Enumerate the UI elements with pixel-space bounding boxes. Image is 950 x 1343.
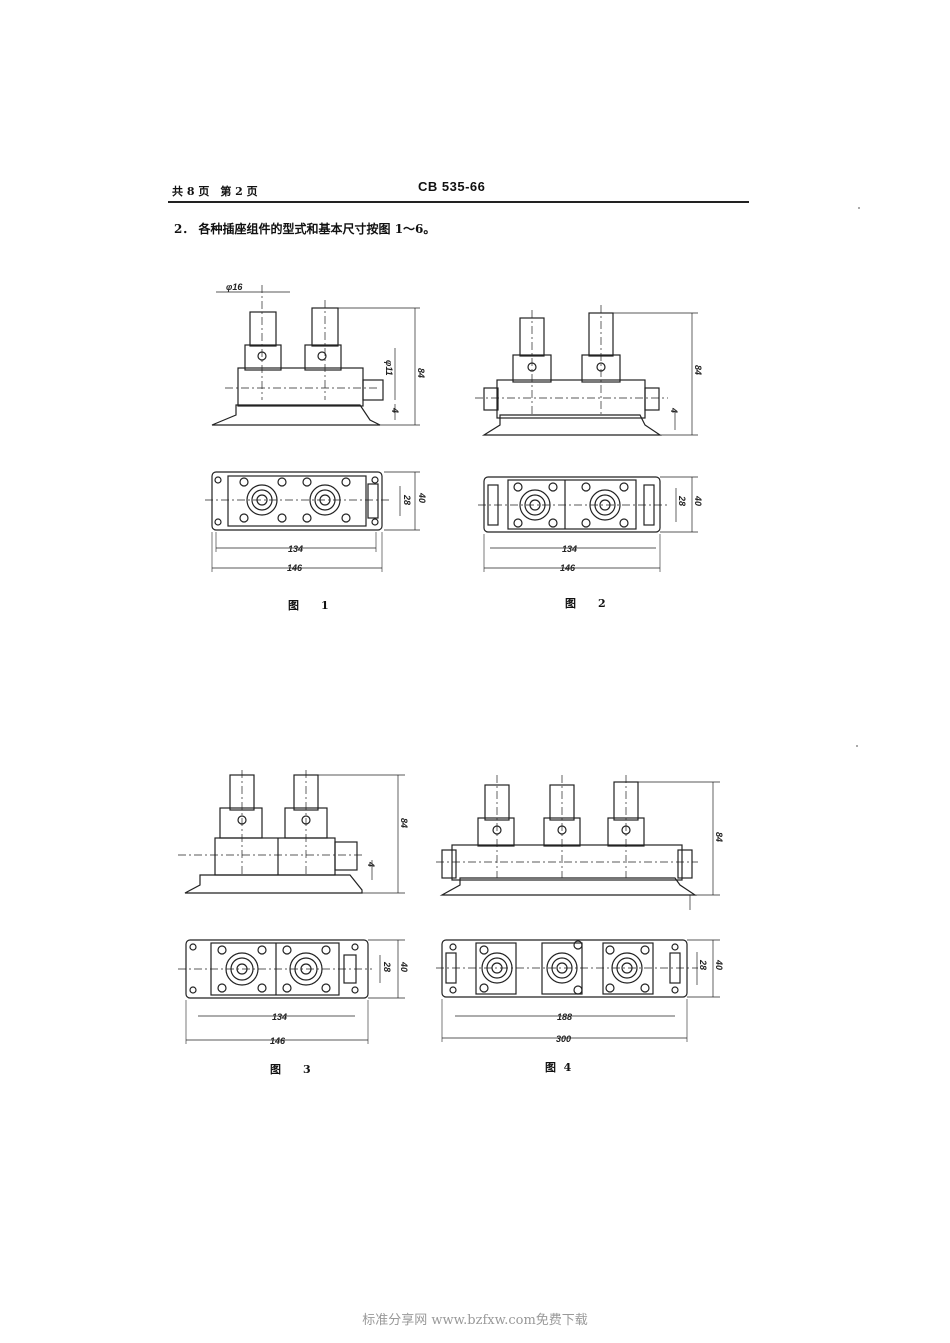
figure-1-drawing — [205, 285, 420, 572]
standard-code: CB 535-66 — [418, 179, 486, 194]
fig2-dim-1: 4 — [669, 407, 679, 413]
fig1-dim-3: 4 — [390, 407, 400, 413]
fig3-dim-5: 146 — [270, 1036, 286, 1046]
figure-3-drawing — [178, 770, 405, 1044]
figure-2-caption: 图 2 — [565, 597, 606, 610]
fig3-dim-1: 4 — [366, 861, 376, 867]
figure-4-drawing — [436, 775, 720, 1042]
fig2-dim-0: 84 — [693, 365, 703, 375]
clause-text: 2． 各种插座组件的型式和基本尺寸按图 1～6。 — [174, 222, 436, 236]
fig4-dim-1: 28 — [698, 959, 708, 970]
scan-speck — [856, 745, 858, 747]
fig4-dim-4: 300 — [556, 1034, 571, 1044]
fig1-dim-2: 84 — [416, 368, 426, 378]
fig2-dim-3: 40 — [693, 495, 703, 506]
fig1-dim-5: 40 — [417, 492, 427, 503]
fig3-dim-4: 134 — [272, 1012, 287, 1022]
fig4-dim-3: 188 — [557, 1012, 572, 1022]
fig1-dim-0: φ16 — [226, 282, 243, 292]
scan-speck — [858, 207, 860, 209]
fig4-dim-2: 40 — [714, 959, 724, 970]
fig3-dim-3: 40 — [399, 961, 409, 972]
fig3-dim-0: 84 — [399, 818, 409, 828]
footer-watermark: 标准分享网 www.bzfxw.com免费下载 — [362, 1313, 588, 1328]
fig3-dim-2: 28 — [382, 961, 392, 972]
page-count: 共 8 页 第 2 页 — [172, 185, 258, 198]
fig2-dim-2: 28 — [677, 495, 687, 506]
fig4-dim-0: 84 — [714, 832, 724, 842]
figure-4-caption: 图 ⁠ 4 — [545, 1061, 572, 1074]
fig1-dim-1: φ11 — [384, 360, 394, 376]
fig1-dim-7: 146 — [287, 563, 303, 573]
fig1-dim-6: 134 — [288, 544, 303, 554]
figure-3-caption: 图 3 — [270, 1063, 311, 1076]
figure-1-caption: 图 1 — [288, 599, 329, 612]
fig2-dim-5: 146 — [560, 563, 576, 573]
header-rule — [168, 201, 749, 203]
figure-2-drawing — [475, 305, 698, 572]
fig2-dim-4: 134 — [562, 544, 577, 554]
fig1-dim-4: 28 — [402, 494, 412, 505]
